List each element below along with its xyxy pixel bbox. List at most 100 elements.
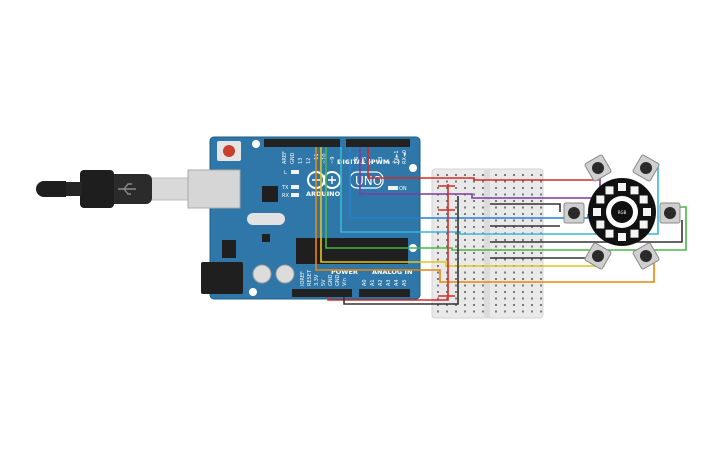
breadboard-hole [473,206,475,209]
wire-black-1[interactable] [490,203,561,212]
breadboard-hole [504,271,506,274]
breadboard-hole [473,187,475,189]
neopixel-led [605,186,614,195]
analog-pin-label-0: A0 [362,279,368,286]
breadboard-hole [513,226,515,228]
push-button-4[interactable] [659,202,681,224]
breadboard[interactable] [431,168,544,319]
breadboard-hole [495,180,497,183]
breadboard-hole [446,200,448,202]
breadboard-hole [455,252,457,254]
breadboard-hole [531,291,533,293]
breadboard-hole [540,206,542,209]
breadboard-hole [464,174,466,176]
push-button-5[interactable] [584,242,612,270]
breadboard-hole [513,278,515,280]
digital-pin-label-13: 2 [386,161,392,164]
wire-blue[interactable] [349,147,589,219]
breadboard-hole [437,174,439,176]
breadboard-hole [522,213,524,215]
breadboard-hole [495,200,497,202]
push-button-3[interactable] [563,202,585,224]
wire-red-bottom[interactable] [327,184,449,301]
wire-orange[interactable] [315,147,655,283]
neopixel-led [639,220,648,229]
breadboard-hole [522,180,524,183]
breadboard-hole [513,219,515,222]
digital-pin-label-3: 12 [306,158,312,164]
breadboard-hole [446,219,448,222]
breadboard-hole [464,271,466,274]
digital-pin-label-4: ~11 [314,153,320,164]
led-on-label: ON [399,186,407,192]
breadboard-hole [473,174,475,176]
breadboard-hole [473,278,475,280]
neopixel-led [630,186,639,195]
breadboard-hole [437,278,439,280]
breadboard-hole [464,206,466,209]
breadboard-hole [446,187,448,189]
breadboard-hole [446,291,448,293]
breadboard-hole [504,187,506,189]
breadboard-hole [540,258,542,261]
breadboard-hole [473,310,475,313]
breadboard-hole [455,174,457,176]
breadboard-hole [540,200,542,202]
push-button-6[interactable] [632,242,660,270]
wire-cyan[interactable] [340,147,659,235]
breadboard-hole [531,213,533,215]
breadboard-hole [446,271,448,274]
breadboard-hole [513,245,515,248]
breadboard-hole [473,297,475,300]
wire-black-bottom[interactable] [343,196,459,305]
breadboard-hole [522,193,524,196]
breadboard-hole [464,245,466,248]
breadboard-hole [513,271,515,274]
breadboard-hole [522,226,524,228]
header-top-right [346,139,410,147]
breadboard-hole [455,310,457,313]
breadboard-hole [522,297,524,300]
breadboard-hole [437,310,439,313]
push-button-1[interactable] [584,154,612,182]
breadboard-hole [464,226,466,228]
digital-pin-label-1: GND [290,152,296,164]
usb-icon [118,183,136,195]
breadboard-hole [531,180,533,183]
digital-pin-label-10: ~5 [362,157,368,164]
breadboard-hole [464,239,466,241]
neopixel-ring[interactable]: RGB [588,178,656,246]
ring-pixels [593,183,651,241]
breadboard-hole [482,200,484,202]
breadboard-hole [437,291,439,293]
atmega-chip [296,238,408,264]
analog-pin-label-4: A4 [394,279,400,286]
power-pin-label-5: GND [335,274,341,286]
breadboard-hole [455,284,457,287]
breadboard-hole [437,213,439,215]
neopixel-led [643,208,651,216]
wire-black-3[interactable] [490,220,683,243]
breadboard-hole [455,226,457,228]
breadboard-hole [437,304,439,306]
breadboard-hole [495,245,497,248]
digital-pin-label-14: TX►1 [394,150,400,165]
breadboard-hole [495,206,497,209]
breadboard-hole [522,206,524,209]
breadboard-hole [482,213,484,215]
breadboard-hole [540,297,542,300]
breadboard-hole [482,187,484,189]
neopixel-led [605,229,614,238]
breadboard-hole [513,206,515,209]
breadboard-hole [495,278,497,280]
push-button-2[interactable] [632,154,660,182]
breadboard-hole [522,187,524,189]
breadboard-hole [531,239,533,241]
wire-green[interactable] [325,147,687,251]
power-pin-label-2: 3.3V [314,274,320,286]
breadboard-hole [495,304,497,306]
breadboard-hole [446,304,448,306]
breadboard-hole [437,200,439,202]
breadboard-hole [437,206,439,209]
